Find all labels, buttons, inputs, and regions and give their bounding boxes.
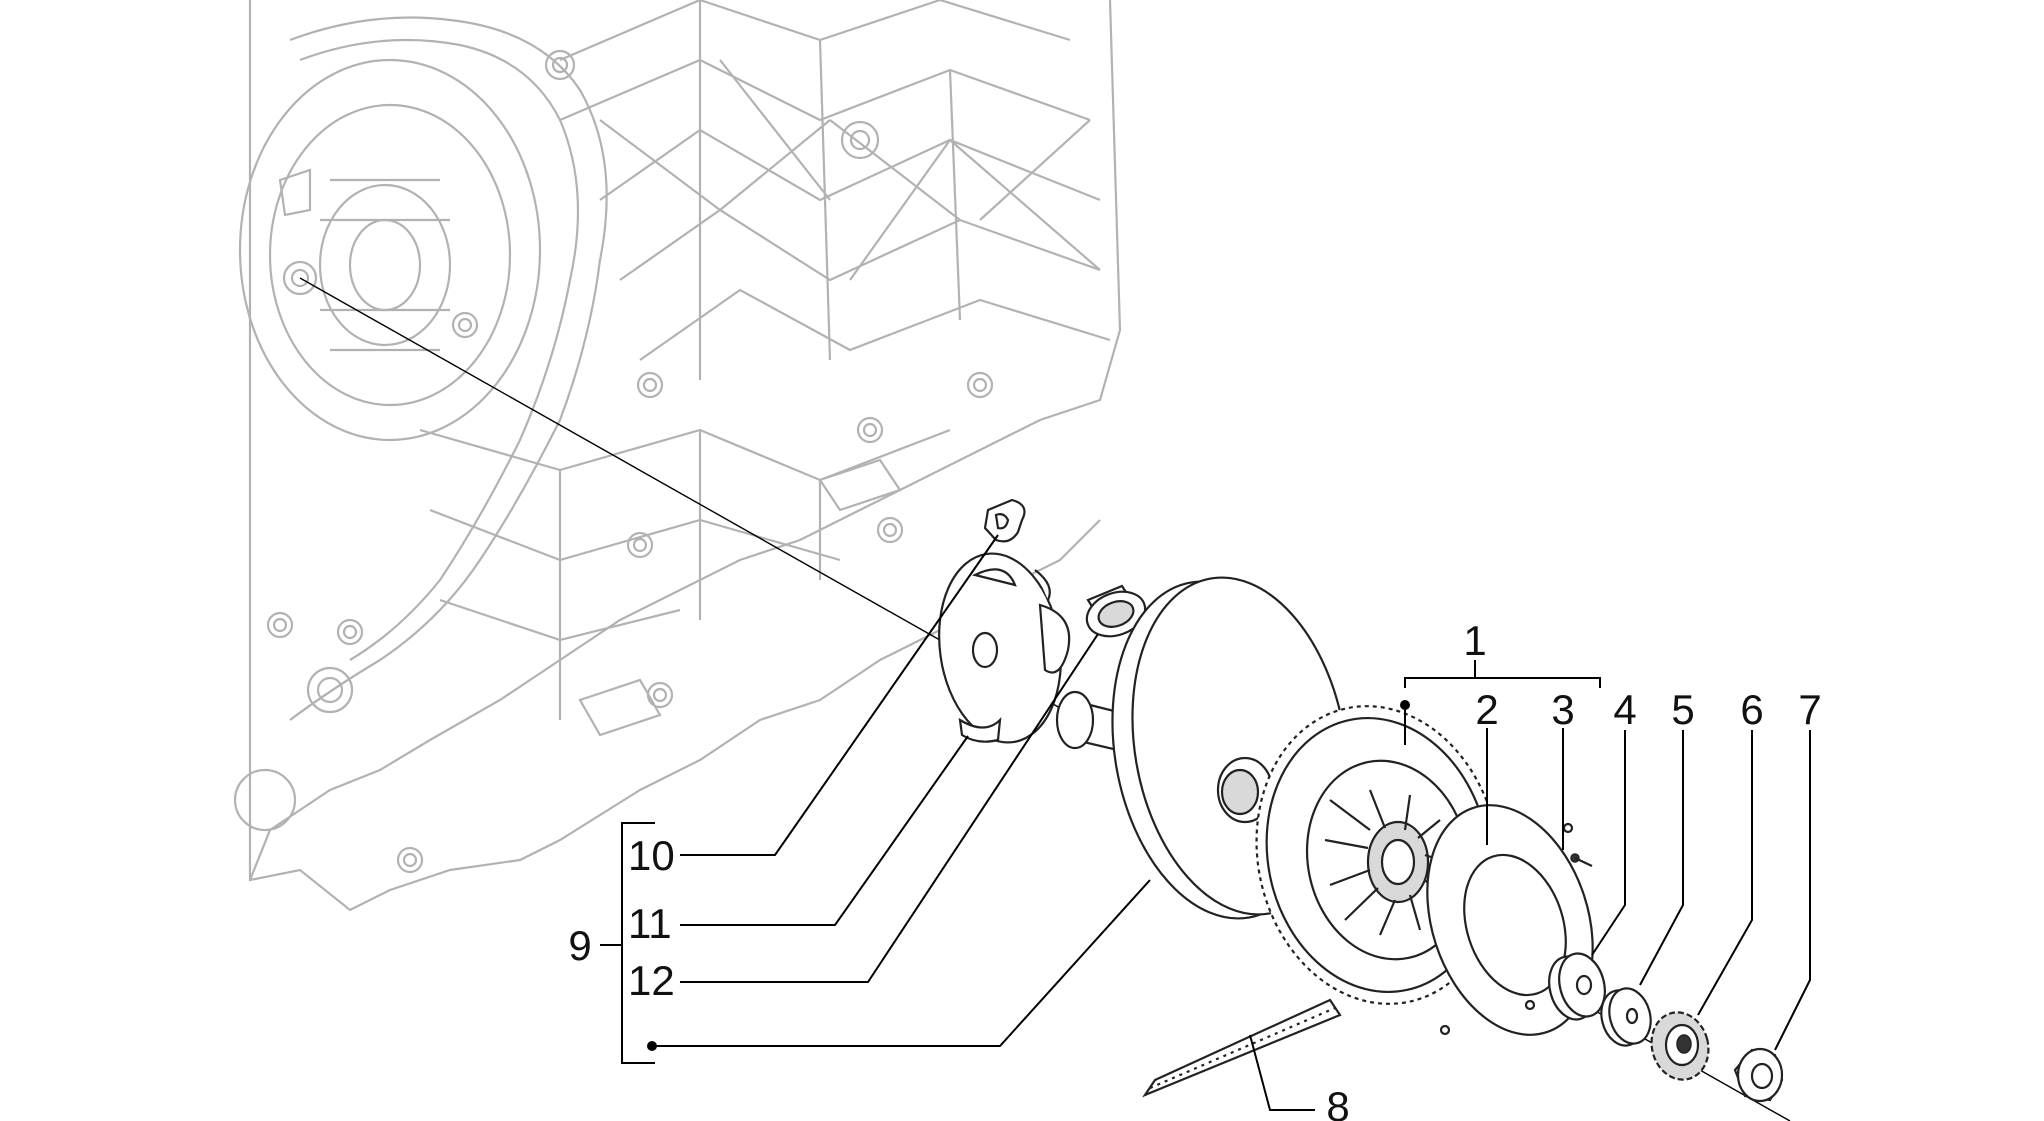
callout-8: 8 <box>1326 1083 1349 1121</box>
part-8-belt <box>1142 998 1342 1098</box>
callout-4: 4 <box>1613 686 1636 733</box>
part-7-nut <box>1733 1047 1784 1103</box>
part-5-washer <box>1600 987 1652 1047</box>
callout-12: 12 <box>628 957 675 1004</box>
callout-labels: 1 2 3 4 5 6 7 8 9 10 11 12 <box>568 617 1821 1121</box>
part-3-screw <box>1570 853 1593 867</box>
part-10-clip <box>983 498 1026 543</box>
part-11-ramp-plate <box>938 552 1071 744</box>
callout-7: 7 <box>1798 686 1821 733</box>
part-4-washer <box>1548 952 1606 1021</box>
callout-10: 10 <box>628 832 675 879</box>
callout-9: 9 <box>568 922 591 969</box>
crankcase-housing <box>233 0 1122 912</box>
callout-11: 11 <box>628 900 672 947</box>
part-6-serrated-washer <box>1650 1011 1710 1081</box>
callout-2: 2 <box>1475 686 1498 733</box>
callout-1: 1 <box>1463 617 1486 664</box>
leader-lines <box>600 534 1811 1111</box>
callout-3: 3 <box>1551 686 1574 733</box>
part-12-bushing <box>1085 584 1147 638</box>
callout-6: 6 <box>1740 686 1763 733</box>
callout-5: 5 <box>1671 686 1694 733</box>
